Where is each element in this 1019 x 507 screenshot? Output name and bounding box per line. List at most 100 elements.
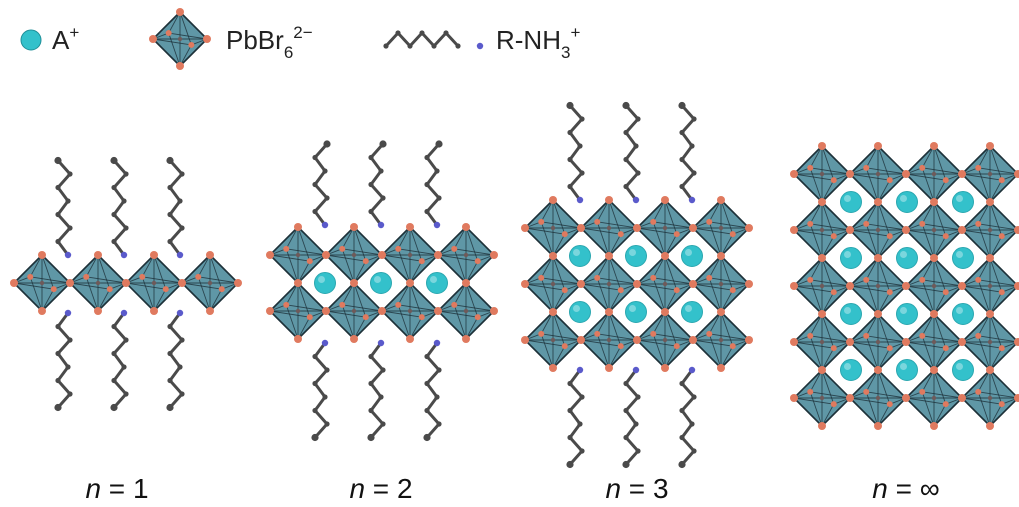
bromide-atom: [986, 366, 994, 374]
pbbr6-octahedron: [905, 313, 963, 371]
octahedron-edge: [905, 229, 946, 237]
octahedron-edge: [905, 173, 946, 181]
octahedron-edge: [921, 201, 935, 225]
bromide-atom: [661, 252, 669, 260]
octahedron-edge: [809, 369, 823, 393]
lead-atom: [351, 308, 357, 314]
bromide-atom: [594, 330, 601, 337]
bromide-atom: [538, 330, 545, 337]
octahedron-edge: [540, 311, 554, 335]
bromide-atom: [633, 280, 641, 288]
bromide-atom: [830, 401, 837, 408]
octahedron-edge: [708, 221, 722, 257]
bromide-atom: [162, 286, 169, 293]
bromide-atom: [605, 364, 613, 372]
bromide-atom: [902, 338, 910, 346]
carbon-atom: [179, 337, 185, 343]
carbon-atom: [368, 154, 374, 161]
bromide-atom: [818, 366, 826, 374]
octahedron-edge: [977, 167, 991, 203]
octahedron-edge: [977, 335, 991, 371]
bromide-atom: [549, 308, 557, 316]
cation-a: [569, 245, 591, 267]
carbon-atom: [111, 323, 117, 330]
bromide-atom: [830, 233, 837, 240]
carbon-atom: [123, 337, 129, 343]
lead-atom: [407, 308, 413, 314]
carbon-atom: [67, 337, 73, 343]
carbon-atom: [67, 171, 73, 177]
pbbr6-octahedron: [524, 255, 582, 313]
octahedron-edge: [636, 283, 677, 291]
pbbr6-octahedron: [905, 145, 963, 203]
carbon-atom: [55, 211, 61, 218]
octahedron-edge: [152, 38, 192, 46]
octahedron-legend-label: PbBr62−: [226, 23, 313, 62]
octahedron-edge: [29, 254, 43, 278]
carbon-atom: [312, 181, 318, 188]
octahedron-edge: [877, 179, 891, 203]
bromide-atom: [306, 258, 313, 265]
carbon-atom: [312, 380, 318, 387]
bromide-atom: [986, 254, 994, 262]
bromide-atom: [874, 142, 882, 150]
octahedron-edge: [596, 311, 610, 335]
octahedron-edge: [41, 288, 55, 312]
bromide-atom: [306, 314, 313, 321]
lead-atom: [550, 225, 556, 231]
bromide-atom: [846, 282, 854, 290]
octahedron-edge: [97, 254, 111, 290]
pbbr6-octahedron: [849, 257, 907, 315]
bromide-atom: [650, 330, 657, 337]
octahedron-edge: [636, 227, 677, 235]
bromide-atom: [902, 226, 910, 234]
bromide-atom: [395, 245, 402, 252]
carbon-atom: [679, 434, 685, 441]
pbbr6-octahedron: [580, 311, 638, 369]
nitrogen-atom: [64, 251, 72, 259]
bromide-atom: [975, 164, 982, 171]
bromide-atom: [902, 394, 910, 402]
octahedron-edge: [341, 304, 355, 340]
cation-highlight: [956, 307, 963, 314]
bromide-atom: [150, 251, 158, 259]
carbon-atom: [380, 421, 386, 427]
nitrogen-atom: [688, 366, 696, 374]
octahedron-edge: [652, 311, 666, 335]
carbon-atom: [368, 407, 374, 414]
carbon-atom: [368, 181, 374, 188]
carbon-atom: [567, 129, 573, 136]
bromide-atom: [975, 276, 982, 283]
octahedron-edge: [809, 313, 823, 337]
octahedron-edge: [397, 248, 411, 284]
lead-atom: [718, 225, 724, 231]
carbon-atom: [55, 184, 61, 191]
octahedron-edge: [664, 199, 678, 235]
lead-atom: [151, 280, 157, 286]
bromide-atom: [339, 245, 346, 252]
cation-a: [896, 247, 918, 269]
bromide-atom: [418, 258, 425, 265]
nitrogen-atom: [120, 309, 128, 317]
octahedron-edge: [989, 313, 1003, 349]
bromide-atom: [958, 338, 966, 346]
octahedron-edge: [596, 199, 610, 223]
bromide-atom: [874, 422, 882, 430]
carbon-atom: [167, 323, 173, 330]
octahedron-edge: [933, 291, 947, 315]
bromide-atom: [283, 301, 290, 308]
carbon-chain-bond: [624, 369, 640, 466]
alkylammonium-chain: [566, 366, 585, 469]
carbon-atom: [579, 116, 585, 122]
carbon-atom: [635, 394, 641, 400]
octahedron-edge: [269, 310, 310, 318]
cation-highlight: [956, 363, 963, 370]
octahedron-edge: [933, 145, 947, 181]
octahedron-edge: [933, 179, 947, 203]
carbon-atom: [436, 195, 442, 201]
lead-atom: [819, 339, 825, 345]
octahedron-edge: [921, 257, 935, 281]
octahedron-edge: [297, 260, 311, 284]
alkylammonium-chain: [423, 339, 442, 442]
octahedron-edge: [540, 255, 554, 279]
